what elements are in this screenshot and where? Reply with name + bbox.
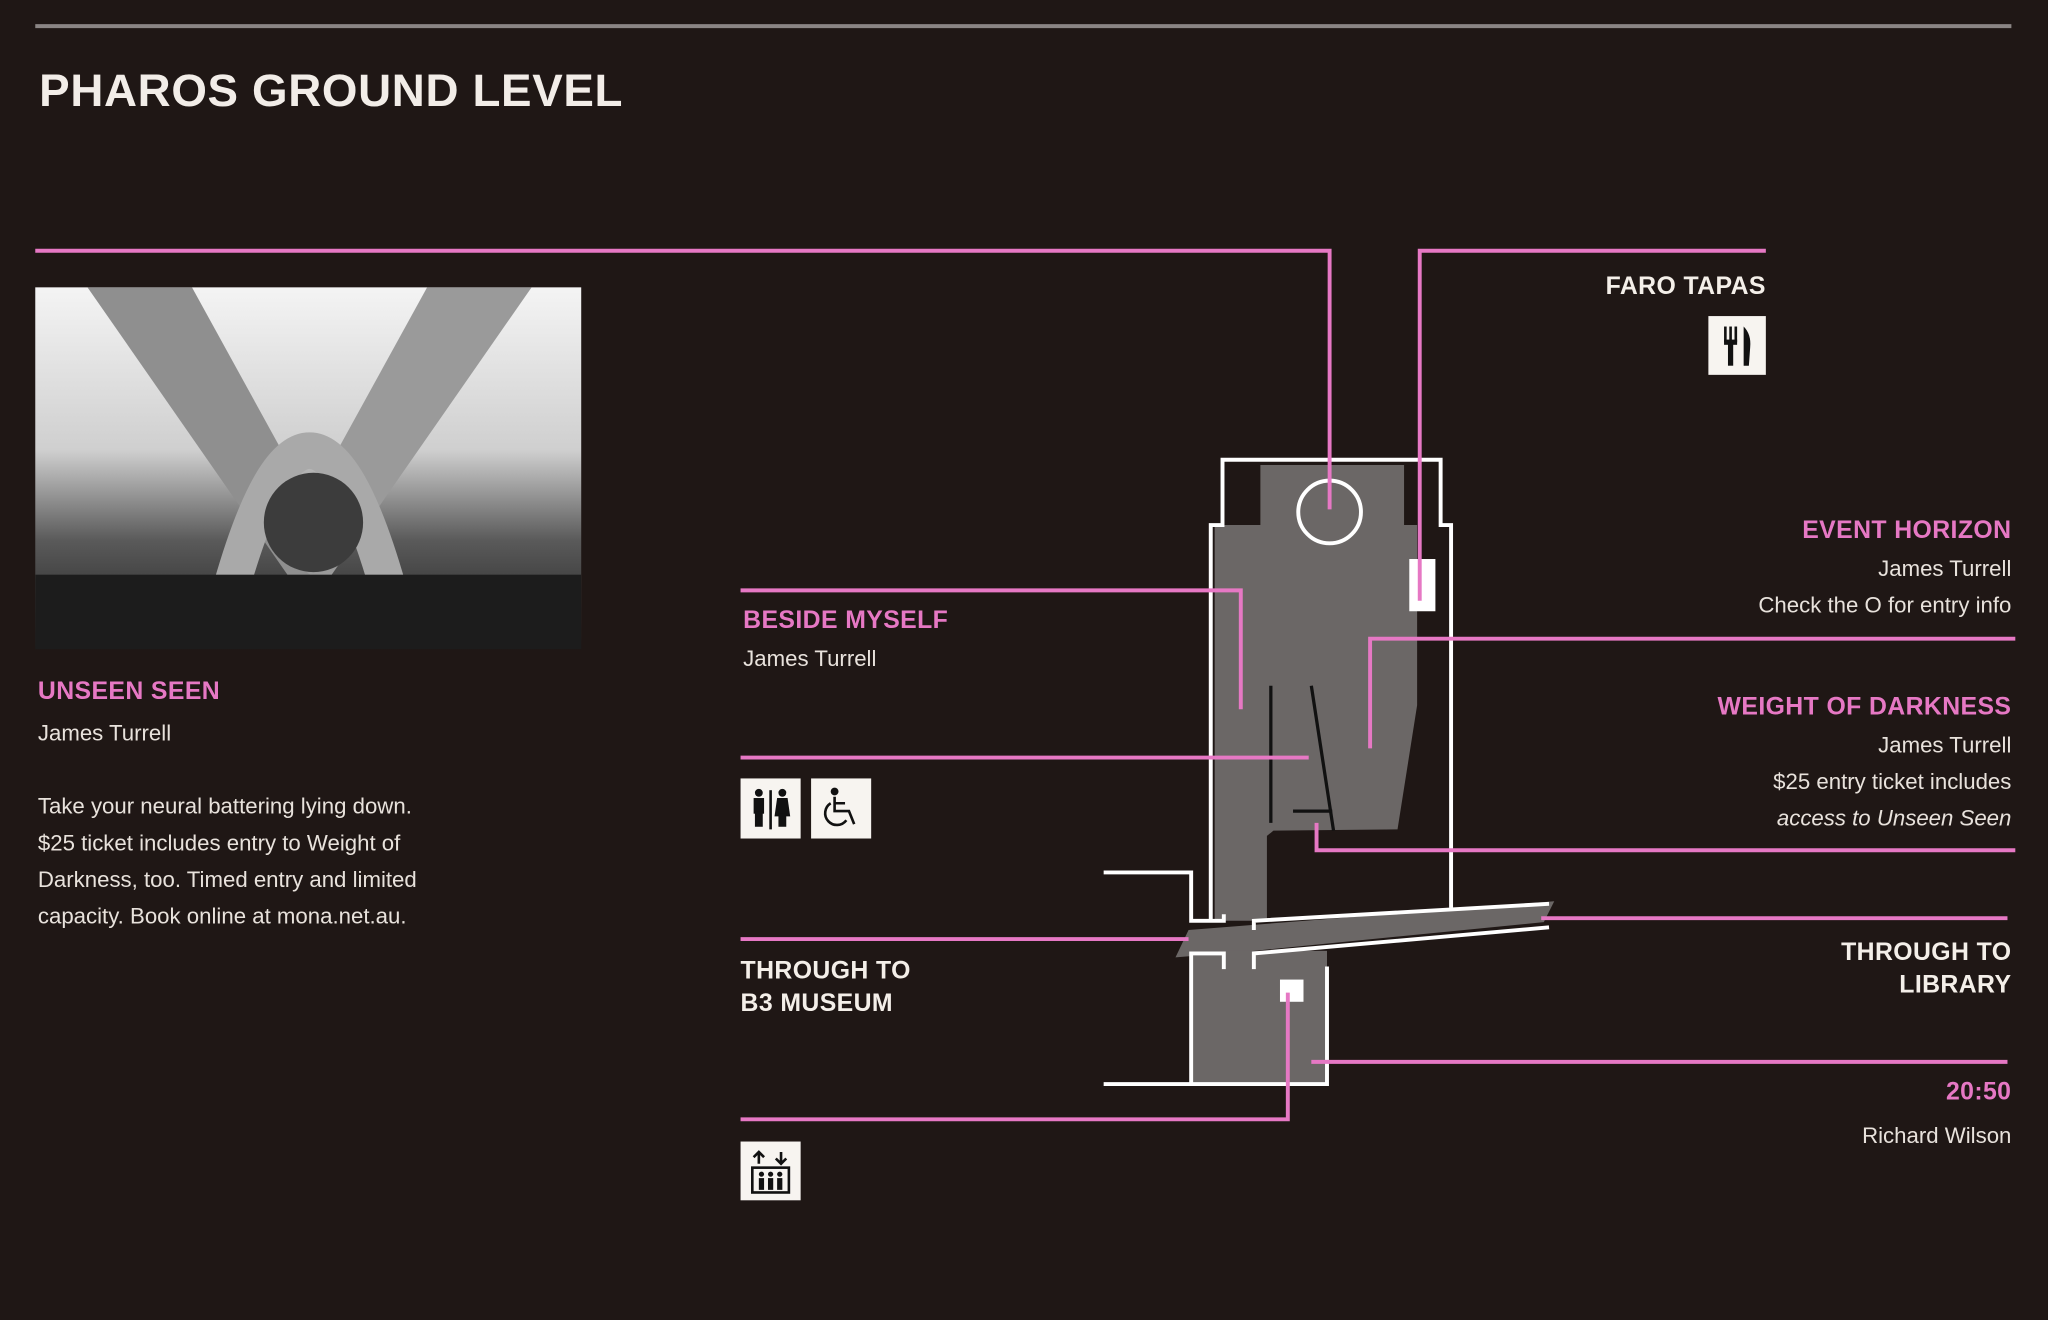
desc-line: capacity. Book online at mona.net.au. xyxy=(37,903,407,929)
library-line2: LIBRARY xyxy=(1899,971,2012,1000)
library-line1: THROUGH TO xyxy=(1841,939,2012,967)
page-title: PHAROS GROUND LEVEL xyxy=(39,65,624,117)
unseen-seen-description: Take your neural battering lying down. $… xyxy=(38,789,417,935)
corridor xyxy=(1175,901,1555,958)
faro-marker xyxy=(1409,559,1436,612)
desc-line: Take your neural battering lying down. xyxy=(37,794,412,819)
event-horizon-title: EVENT HORIZON xyxy=(1802,517,2012,545)
event-horizon-artist: James Turrell xyxy=(1878,556,2012,582)
b3-line2: B3 MUSEUM xyxy=(740,990,894,1018)
beside-myself-artist: James Turrell xyxy=(743,646,877,672)
weight-of-darkness-access: access to Unseen Seen xyxy=(1776,805,2012,831)
event-horizon-note: Check the O for entry info xyxy=(1758,592,2012,618)
unseen-seen-title: UNSEEN SEEN xyxy=(37,677,221,706)
toilets-icon xyxy=(740,778,801,839)
weight-of-darkness-ticket: $25 entry ticket includes xyxy=(1773,769,2012,795)
unseen-seen-photo xyxy=(35,287,582,650)
through-to-library: THROUGH TO LIBRARY xyxy=(1841,936,2011,1001)
weight-of-darkness-title: WEIGHT OF DARKNESS xyxy=(1717,693,2012,721)
wheelchair-accessible-icon xyxy=(811,778,872,839)
room-upper xyxy=(1214,464,1418,921)
twenty-fifty-title: 20:50 xyxy=(1945,1078,2012,1107)
pharos-building xyxy=(1103,457,1555,1087)
desc-line: $25 ticket includes entry to Weight of xyxy=(37,830,401,856)
beside-myself-title: BESIDE MYSELF xyxy=(743,607,949,635)
leader-lines xyxy=(35,248,2016,1122)
room-lower xyxy=(1191,950,1327,1085)
faro-tapas-title: FARO TAPAS xyxy=(1605,272,1766,301)
twenty-fifty-artist: Richard Wilson xyxy=(1862,1123,2012,1149)
b3-line1: THROUGH TO xyxy=(740,957,911,985)
weight-of-darkness-artist: James Turrell xyxy=(1878,732,2012,758)
through-to-b3-museum: THROUGH TO B3 MUSEUM xyxy=(741,955,911,1020)
cutlery-icon xyxy=(1708,316,1766,375)
desc-line: Darkness, too. Timed entry and limited xyxy=(37,867,417,893)
unseen-seen-artist: James Turrell xyxy=(37,720,172,746)
lift-marker xyxy=(1279,979,1304,1002)
lift-icon xyxy=(740,1141,801,1201)
